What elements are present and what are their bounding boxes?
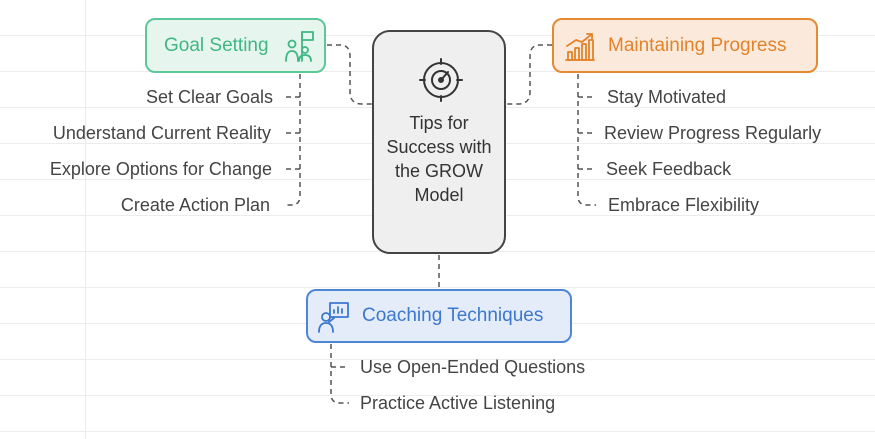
central-topic-title: Tips for Success with the GROW Model (386, 113, 492, 205)
goal-item: Explore Options for Change (49, 159, 272, 179)
goal-item: Create Action Plan (120, 195, 270, 215)
goal-item: Understand Current Reality (52, 123, 271, 143)
growth-chart-icon (565, 33, 595, 61)
presenter-icon (318, 302, 349, 333)
team-target-icon (285, 31, 314, 62)
goal-setting-label: Goal Setting (164, 34, 269, 56)
gauge-icon (419, 58, 463, 102)
goal-item: Set Clear Goals (145, 87, 273, 107)
coaching-techniques-label: Coaching Techniques (362, 305, 544, 326)
coaching-techniques-node: Coaching Techniques (306, 289, 572, 343)
grid-line (85, 0, 86, 439)
maintaining-item: Review Progress Regularly (604, 123, 822, 143)
maintaining-progress-label: Maintaining Progress (608, 34, 787, 56)
central-topic-node: Tips for Success with the GROW Model (372, 30, 506, 254)
coaching-item: Use Open-Ended Questions (360, 357, 586, 377)
maintaining-progress-node: Maintaining Progress (552, 18, 818, 73)
goal-setting-node: Goal Setting (145, 18, 326, 73)
coaching-item: Practice Active Listening (360, 393, 556, 413)
maintaining-item: Seek Feedback (606, 159, 732, 179)
maintaining-item: Stay Motivated (607, 87, 727, 107)
maintaining-item: Embrace Flexibility (608, 195, 760, 215)
